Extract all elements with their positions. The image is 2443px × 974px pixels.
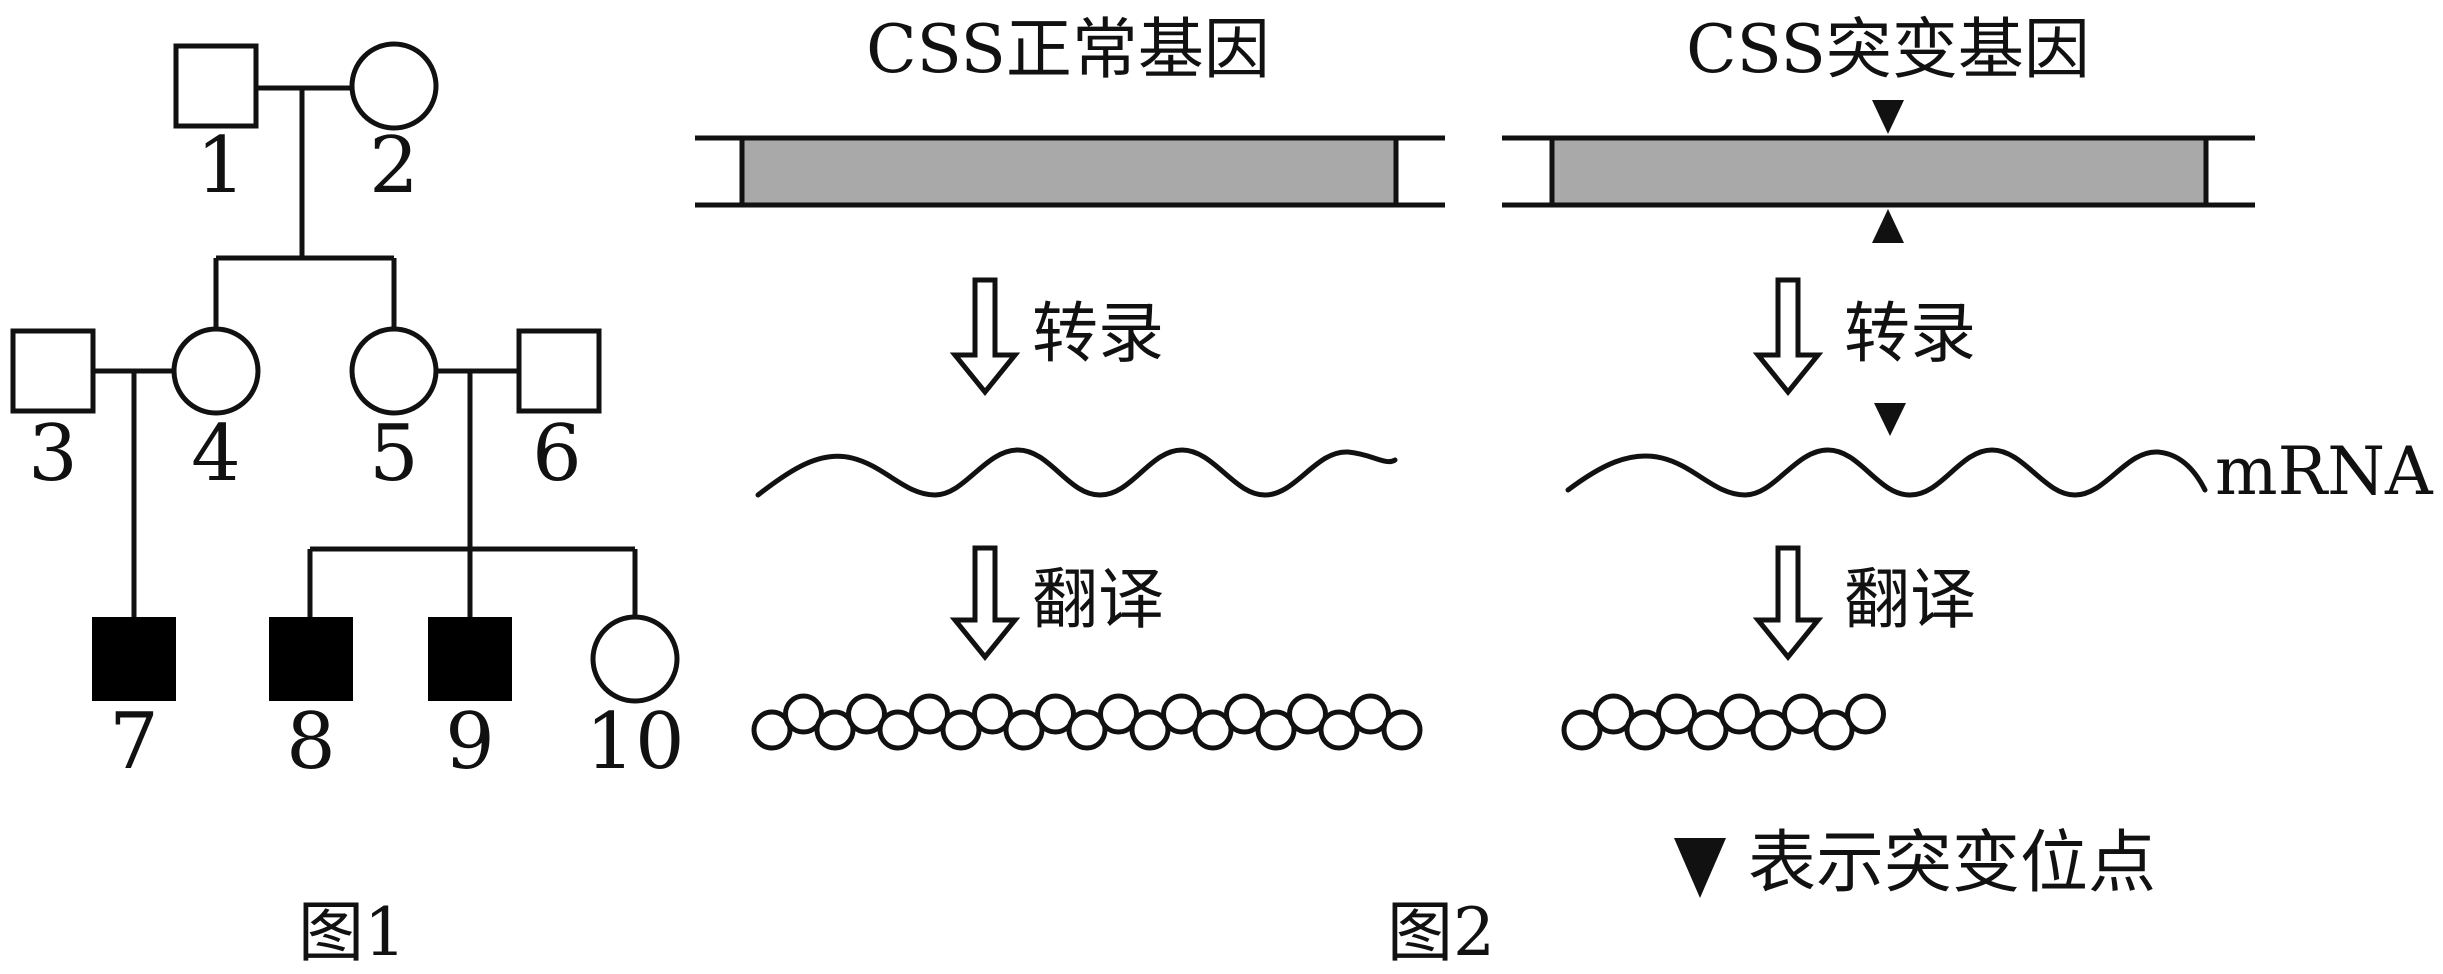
mutant-transcription-label: 转录 [1844,295,1976,372]
normal-amino-acid-bead [783,693,824,735]
pedigree-female-10 [590,614,680,704]
mutant-translation-label: 翻译 [1844,561,1976,638]
pedigree-female-4 [171,326,261,416]
mutant-amino-acid-bead [1624,709,1666,751]
pedigree-label-8: 8 [286,697,336,787]
normal-gene-title: CSS正常基因 [866,11,1270,88]
mutant-amino-acid-bead [1750,709,1792,751]
mutant-amino-acid-bead [1845,693,1886,735]
pedigree-label-4: 4 [191,409,241,499]
normal-amino-acid-bead [1098,693,1139,735]
gene-expression-diagram: CSS正常基因 CSS突变基因 转录 转录 mRNA [695,11,2434,971]
normal-amino-acid-bead [1318,709,1360,751]
mutation-marker-bottom [1872,209,1904,243]
normal-amino-acid-bead [1161,693,1202,735]
pedigree-label-7: 7 [109,697,159,787]
pedigree-label-9: 9 [445,697,495,787]
pedigree-male-9-affected [428,617,512,701]
mutant-amino-acid-bead [1687,709,1729,751]
mutant-gene-dna [1502,100,2255,243]
normal-amino-acid-bead [1255,709,1297,751]
mutant-amino-acid-bead [1813,709,1855,751]
pedigree-label-5: 5 [369,409,419,499]
mrna-mutation-marker [1874,403,1906,436]
mutant-amino-acid-bead [1719,693,1760,735]
normal-amino-acid-bead [1287,693,1328,735]
normal-translation-label: 翻译 [1032,561,1164,638]
normal-amino-acid-bead [1003,709,1045,751]
normal-amino-acid-bead [1350,693,1391,735]
normal-amino-acid-bead [940,709,982,751]
normal-amino-acid-bead [1381,709,1423,751]
pedigree-female-5 [349,326,439,416]
legend-text: 表示突变位点 [1748,824,2156,903]
mutant-amino-acid-bead [1656,693,1697,735]
normal-amino-acid-bead [814,709,856,751]
figure1-caption: 图1 [298,894,406,971]
normal-amino-acid-bead [909,693,950,735]
mrna-label: mRNA [2215,433,2434,510]
mutant-amino-acid-bead [1561,709,1603,751]
normal-amino-acid-bead [972,693,1013,735]
normal-translation-arrow [949,545,1021,661]
pedigree-chart: 1 2 3 4 5 6 7 8 9 10 图1 [10,41,685,971]
pedigree-male-6 [516,328,602,414]
pedigree-male-3 [10,328,96,414]
normal-amino-acid-bead [1129,709,1171,751]
pedigree-male-1 [173,43,259,129]
pedigree-male-7-affected [92,617,176,701]
pedigree-label-6: 6 [532,409,582,499]
mutant-gene-title: CSS突变基因 [1686,11,2090,88]
normal-transcription-arrow [949,277,1021,396]
pedigree-label-10: 10 [585,697,684,787]
pedigree-label-1: 1 [196,121,246,211]
normal-amino-acid-bead [1192,709,1234,751]
normal-amino-acid-bead [1066,709,1108,751]
normal-amino-acid-bead [846,693,887,735]
pedigree-male-8-affected [269,617,353,701]
normal-amino-acid-bead [877,709,919,751]
normal-amino-acid-bead [1224,693,1265,735]
figure2-caption: 图2 [1387,894,1495,971]
mutant-polypeptide-chain [1561,693,1886,751]
mutant-transcription-arrow [1752,277,1824,396]
normal-gene-dna [695,135,1445,208]
mutant-amino-acid-bead [1782,693,1823,735]
normal-amino-acid-bead [751,709,793,751]
mutant-amino-acid-bead [1593,693,1634,735]
mutation-marker-top [1872,100,1904,134]
pedigree-label-2: 2 [369,121,419,211]
mutant-translation-arrow [1752,545,1824,661]
pedigree-lines [95,85,638,617]
mutant-mrna-wave [1565,447,2208,498]
normal-polypeptide-chain [751,693,1423,751]
normal-amino-acid-bead [1035,693,1076,735]
normal-transcription-label: 转录 [1032,295,1164,372]
legend-mutation-marker [1674,838,1726,898]
normal-mrna-wave [755,447,1398,498]
pedigree-label-3: 3 [28,409,78,499]
pedigree-female-2 [349,41,439,131]
